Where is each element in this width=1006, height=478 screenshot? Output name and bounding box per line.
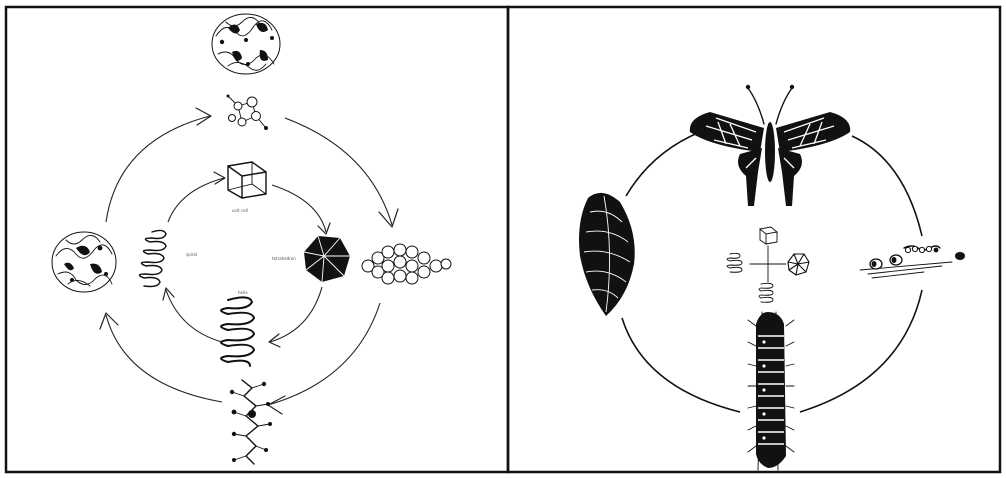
cube-icon: unit cell	[228, 162, 266, 213]
svg-text:spiral: spiral	[186, 252, 197, 257]
inner-arc-bottom-left	[166, 290, 222, 342]
cycle-arc-top-left	[626, 132, 700, 196]
svg-text:helix: helix	[238, 290, 248, 295]
outer-arrow-right-icon	[379, 209, 398, 227]
molecular-chain-icon	[230, 380, 272, 464]
svg-text:tetrahedron: tetrahedron	[272, 256, 296, 261]
outer-arc-bottom-right	[268, 303, 380, 405]
inner-arrow-left-icon	[163, 288, 174, 300]
chrysalis-icon	[579, 193, 635, 316]
mini-helix-bottom-icon	[759, 283, 773, 302]
svg-text:unit cell: unit cell	[232, 208, 248, 213]
left-panel: unit cell tetrahedron	[6, 7, 508, 472]
helix-bottom-icon: helix	[221, 290, 254, 366]
sphere-cluster-icon	[362, 244, 451, 284]
mini-helix-left-icon	[727, 253, 742, 272]
helix-left-icon: spiral	[139, 230, 196, 286]
outer-arrow-bottom-icon	[268, 396, 285, 414]
molecule-top-icon	[227, 95, 269, 131]
inner-arc-top-right	[272, 185, 326, 232]
outer-cycle	[100, 108, 398, 414]
outer-arc-top-right	[285, 118, 392, 225]
polyhedron-icon: tetrahedron	[272, 236, 350, 282]
right-panel	[508, 7, 1000, 472]
butterfly-icon	[690, 85, 850, 206]
cycle-arc-top-right	[852, 136, 922, 236]
outer-arrow-left-icon	[100, 313, 118, 329]
mini-symbols	[727, 227, 809, 302]
cycle-arc-bottom-right	[800, 290, 922, 412]
protein-left-icon	[52, 232, 116, 292]
protein-top-icon	[212, 14, 280, 74]
inner-arc-top-left	[168, 178, 224, 222]
inner-arc-bottom-right	[270, 287, 322, 342]
mini-cube-icon	[760, 227, 777, 244]
cycle-arc-bottom-left	[622, 318, 740, 412]
outer-arc-bottom-left	[106, 315, 222, 402]
twig-eggs-icon	[860, 246, 965, 278]
mini-polyhedron-icon	[788, 254, 809, 275]
caterpillar-icon	[748, 312, 794, 470]
outer-arc-top-left	[106, 116, 210, 222]
